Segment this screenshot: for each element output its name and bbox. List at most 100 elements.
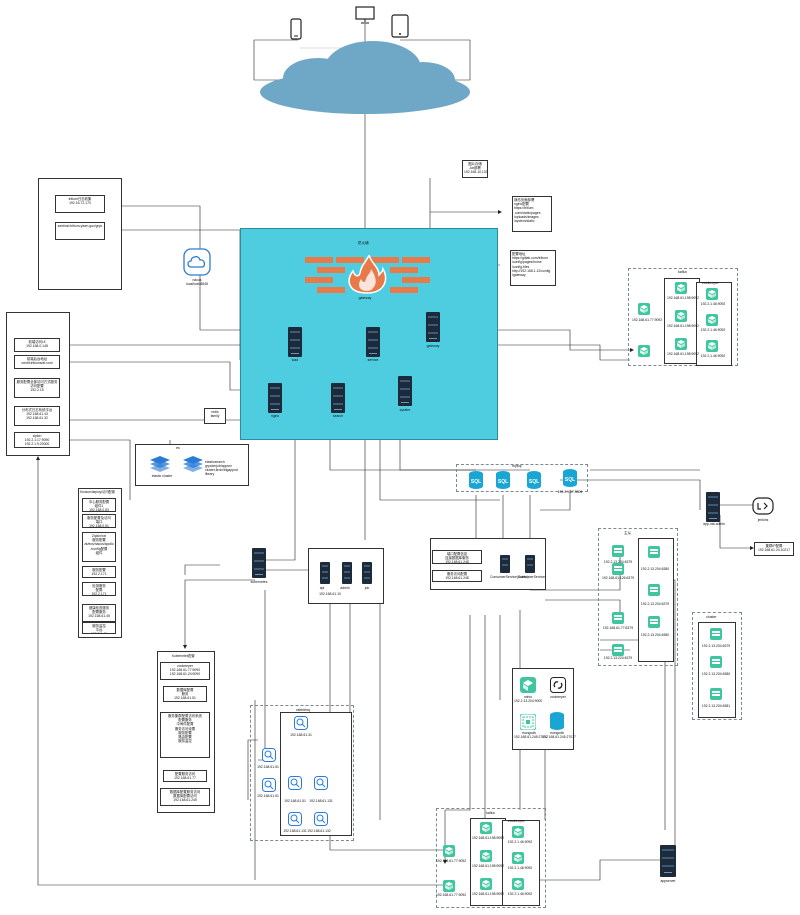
zk-top-icon-1 (706, 288, 718, 300)
redis-cluster-icon-3 (710, 688, 722, 700)
zk-bottom-title: zookeeper (508, 819, 525, 823)
es-title: es (176, 446, 180, 450)
redis-inner (638, 538, 674, 662)
app-node-1 (320, 562, 330, 584)
deploy-item-6: 健康检查服务 配置服务 192.168.61.45 (82, 604, 116, 622)
k8s-item-3: 服务集群配置访问系统 配置服务 中间件配置 服务访问设置 服务配置 路由配置 服… (160, 712, 210, 758)
mongodb-label-2: mongodb 192.168.61.245:27017 (542, 731, 576, 739)
firewall-icon (305, 255, 430, 294)
server-gateway-label: gateway (426, 344, 440, 348)
es-caption-left: elastic cluster (142, 474, 182, 478)
kafka-top-icon-2 (675, 310, 687, 322)
svg-text:SQL: SQL (529, 479, 539, 485)
redis-cluster-group (692, 612, 742, 720)
kafka-bottom-left-ip-1: 192.168.61.77:9092 (436, 859, 467, 863)
kafka-top-left-icon-2 (638, 345, 650, 357)
deploy-item-1: 中心服务配置 组件1 192.168.0.83 (82, 498, 116, 512)
redis-left-icon-2 (612, 563, 624, 575)
kafka-bottom-ip-1: 192.168.61.198:9092 (472, 836, 505, 840)
zookeeper-icon (550, 677, 566, 693)
app-server-left-label: kubernetes (250, 580, 268, 584)
redis-right-icon-2 (648, 584, 660, 596)
redis-right-ip-3: 192.2.13.204:6380 (640, 633, 670, 637)
left-item-3: 服务配置全部访问方式服务 访问配置 192.2.15 (14, 378, 60, 398)
server-service (366, 327, 380, 357)
zk-bottom-ip-1: 192.2.1.46:9092 (507, 840, 533, 844)
firewall-label: gateway (358, 296, 372, 300)
kafka-top-left-ip: 192.168.61.77:9092 (632, 318, 663, 322)
zk-bottom-ip-2: 192.2.1.46:9092 (507, 866, 533, 870)
redis-cluster-icon-1 (710, 628, 722, 640)
deploy-item-2: 服务配置及访问 端口 192.168.0.51 (82, 514, 116, 528)
server-search (331, 383, 345, 413)
redis-cluster-ip-3: 192.2.13.204:6381 (701, 704, 731, 708)
kafka-top-title: kafka (678, 270, 687, 274)
k8s-item-4: 配置服务访问 192.168.61.77 (163, 770, 207, 782)
mysql-title: mysql (512, 464, 522, 468)
mongodb-icon-2 (550, 712, 564, 730)
es-cluster-icon (183, 456, 203, 472)
rabbitmq-top-icon (294, 716, 308, 730)
server-load (288, 327, 302, 357)
svg-text:SQL: SQL (471, 479, 481, 485)
zk-bottom-icon-3 (512, 878, 524, 890)
rabbitmq-group (250, 705, 354, 841)
firewall-title: 防火墙 (358, 241, 369, 245)
nacos-cloud-icon (183, 248, 211, 276)
app-node-2-label: admin (340, 586, 350, 590)
rabbitmq-left-icon-1 (262, 748, 276, 762)
app-node-2 (342, 562, 352, 584)
redis-left-ip-2: 192.168.61.126:6379 (602, 576, 635, 580)
svg-text:SQL: SQL (498, 479, 508, 485)
phone-icon (290, 18, 302, 40)
server-nginx-label: nginx (270, 414, 280, 418)
redis-cluster-ip-1: 192.2.13.204:6379 (701, 644, 731, 648)
rabbitmq-icon-5 (288, 812, 302, 826)
kafka-bottom-icon-1 (480, 822, 492, 834)
rabbitmq-top-ip: 192.168.61.31 (290, 733, 312, 737)
zk-top-title: zookeeper (702, 281, 719, 285)
app-server-left (252, 548, 266, 578)
k8s-item-1: zookeeper 192.168.61.77:9090 192.168.61.… (160, 662, 210, 680)
redis-title: 主从 (624, 531, 632, 535)
kafka-bottom-title: kafka (486, 811, 495, 815)
logs-ip: 192.16.72.170 (69, 201, 91, 206)
zookeeper-label: zookeeper (550, 695, 566, 699)
redis-cluster-icon-2 (710, 656, 722, 668)
es-item-cluster: cluster (162, 474, 173, 478)
deploy-item-4: 服务配置 192.2.171 (82, 566, 116, 578)
kafka-bottom-ip-3: 192.168.61.198:9092 (472, 892, 505, 896)
redis-left-icon-3 (612, 612, 624, 624)
zk-top-icon-2 (706, 314, 718, 326)
mysql-ip: 192.2.1.17:3306 (557, 490, 583, 494)
redis-note: redis family (204, 408, 226, 424)
image-storage-note: 图片存储 Jar部署 192.168.10.133 (462, 160, 488, 178)
rabbitmq-left-ip-2: 192.168.61.51 (257, 794, 279, 798)
minio-icon (520, 677, 536, 693)
consumer-node-2 (525, 555, 535, 573)
kafka-bottom-ip-2: 192.168.61.198:9092 (472, 864, 505, 868)
app-nat-server (706, 492, 720, 522)
server-service-label: service (367, 358, 379, 362)
config-note: 配置地址 https://gitlab.com/tritium /config/… (510, 250, 556, 286)
kafka-bottom-group (436, 808, 546, 908)
kafka-bottom-left-icon-1 (443, 845, 455, 857)
server-search-label: search (332, 414, 344, 418)
zk-bottom-ip-3: 192.2.1.46:9092 (507, 892, 533, 896)
server-gateway (426, 312, 440, 342)
consumer-label-1: ConsumerService(dubbo) (490, 575, 529, 579)
sentinel-note: sentinel.tritium.yisen.gov/grpc (55, 222, 105, 240)
kafka-top-ip-3: 192.168.61.198:9092 (667, 352, 700, 356)
rabbitmq-icon-6 (314, 812, 328, 826)
rabbitmq-ip-6: 192.168.61.132 (307, 829, 331, 833)
es-caption: elasticsearch grpckerjob/appsrv cluster,… (205, 460, 238, 476)
jenkins-label: jenkins (757, 518, 769, 522)
app-node-1-label: api (319, 586, 325, 590)
kafka-top-ip-1: 192.168.61.198:9092 (667, 296, 700, 300)
rabbitmq-ip-5: 192.168.61.131 (283, 829, 307, 833)
zk-top-ip-3: 192.2.1.46:9092 (700, 354, 726, 358)
rabbitmq-title: rabbitmq (296, 708, 310, 712)
appserver-bottom (660, 845, 676, 877)
zk-bottom-icon-1 (512, 826, 524, 838)
k8s-item-5: 数据库配置服务访问 数据库配置访问 192.168.61.245 (160, 788, 210, 806)
